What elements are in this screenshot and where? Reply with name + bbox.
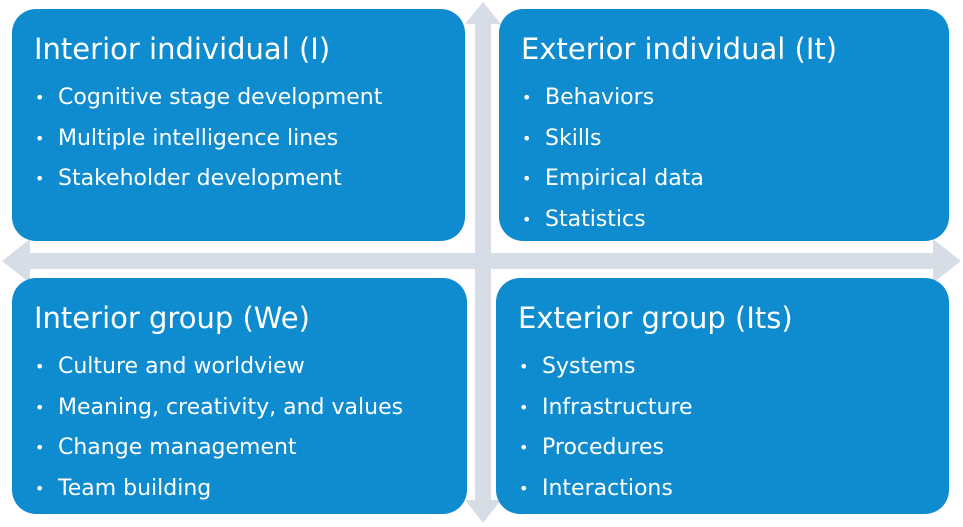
quadrant-title: Exterior individual (It) [521,32,838,66]
bullet-icon: • [519,397,529,417]
list-item-label: Systems [542,354,636,379]
quadrant-interior-individual: Interior individual (I) • Cognitive stage… [12,9,465,241]
list-item: • Skills [521,119,949,160]
quadrant-title: Interior individual (I) [34,32,331,66]
list-item: • Team building [34,469,467,510]
list-item: • Culture and worldview [34,347,467,388]
list-item: • Statistics [521,200,949,241]
quadrant-list: • Systems • Infrastructure • Procedures • In… [518,347,949,509]
quadrant-exterior-group: Exterior group (Its) • Systems • Infrastru… [496,278,949,514]
bullet-icon: • [522,128,532,148]
list-item: • Cognitive stage development [34,78,465,119]
list-item-label: Change management [58,435,297,460]
list-item: • Systems [518,347,949,388]
quadrant-interior-group: Interior group (We) • Culture and worldvi… [12,278,467,514]
quadrant-title: Interior group (We) [34,301,310,335]
list-item-label: Multiple intelligence lines [58,125,339,151]
bullet-icon: • [35,397,45,417]
list-item-label: Procedures [542,435,664,460]
quadrant-list: • Behaviors • Skills • Empirical data • Stat… [521,78,949,240]
list-item-label: Empirical data [545,166,704,191]
list-item: • Infrastructure [518,388,949,429]
list-item: • Empirical data [521,159,949,200]
quadrant-title: Exterior group (Its) [518,301,793,335]
list-item: • Interactions [518,469,949,510]
list-item-label: Cognitive stage development [58,85,383,110]
bullet-icon: • [522,88,532,107]
vertical-double-arrow [465,2,501,523]
list-item-label: Culture and worldview [58,354,305,379]
list-item-label: Meaning, creativity, and values [58,394,404,420]
bullet-icon: • [519,438,529,457]
bullet-icon: • [35,478,45,498]
list-item-label: Infrastructure [542,394,693,420]
list-item: • Change management [34,428,467,469]
list-item: • Meaning, creativity, and values [34,388,467,429]
bullet-icon: • [35,128,45,148]
bullet-icon: • [522,169,532,188]
bullet-icon: • [35,169,45,188]
bullet-icon: • [35,357,45,376]
bullet-icon: • [519,357,529,376]
quadrant-exterior-individual: Exterior individual (It) • Behaviors • Ski… [499,9,949,241]
list-item: • Stakeholder development [34,159,465,200]
list-item-label: Team building [58,475,212,501]
list-item: • Procedures [518,428,949,469]
list-item-label: Stakeholder development [58,166,342,191]
bullet-icon: • [35,88,45,107]
list-item-label: Statistics [545,206,646,232]
bullet-icon: • [35,438,45,457]
list-item-label: Skills [545,125,602,151]
list-item: • Behaviors [521,78,949,119]
list-item: • Multiple intelligence lines [34,119,465,160]
bullet-icon: • [522,209,532,229]
list-item-label: Interactions [542,475,673,501]
bullet-icon: • [519,478,529,498]
list-item-label: Behaviors [545,85,655,110]
quadrant-list: • Culture and worldview • Meaning, creativ… [34,347,467,509]
quadrant-list: • Cognitive stage development • Multiple i… [34,78,465,200]
